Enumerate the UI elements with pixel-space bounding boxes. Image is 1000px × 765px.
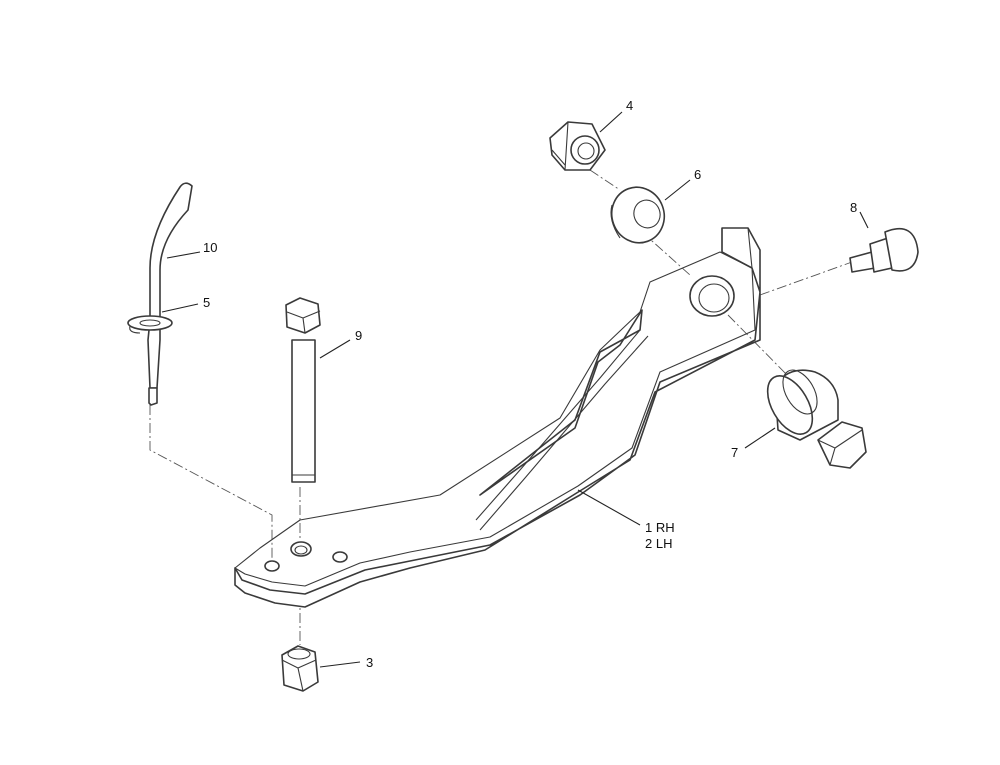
lower-nut-part: [281, 645, 319, 692]
callout-7: 7: [731, 445, 738, 460]
clip-part: [127, 315, 173, 334]
upper-nut-part: [549, 121, 606, 171]
callout-3: 3: [366, 655, 373, 670]
callout-8: 8: [850, 200, 857, 215]
callout-5: 5: [203, 295, 210, 310]
callout-10: 10: [203, 240, 217, 255]
callout-4: 4: [626, 98, 633, 113]
callout-2-lh: 2 LH: [645, 536, 672, 551]
washer-part: [610, 186, 666, 244]
leader-lines: [161, 111, 869, 668]
long-bolt-part: [285, 297, 321, 483]
callout-9: 9: [355, 328, 362, 343]
callout-1-rh: 1 RH: [645, 520, 675, 535]
stud-pin-part: [849, 227, 919, 273]
bracket-part: [234, 227, 761, 608]
callout-6: 6: [694, 167, 701, 182]
shoulder-bolt-part: [766, 369, 867, 469]
bent-pin-part: [147, 182, 193, 406]
